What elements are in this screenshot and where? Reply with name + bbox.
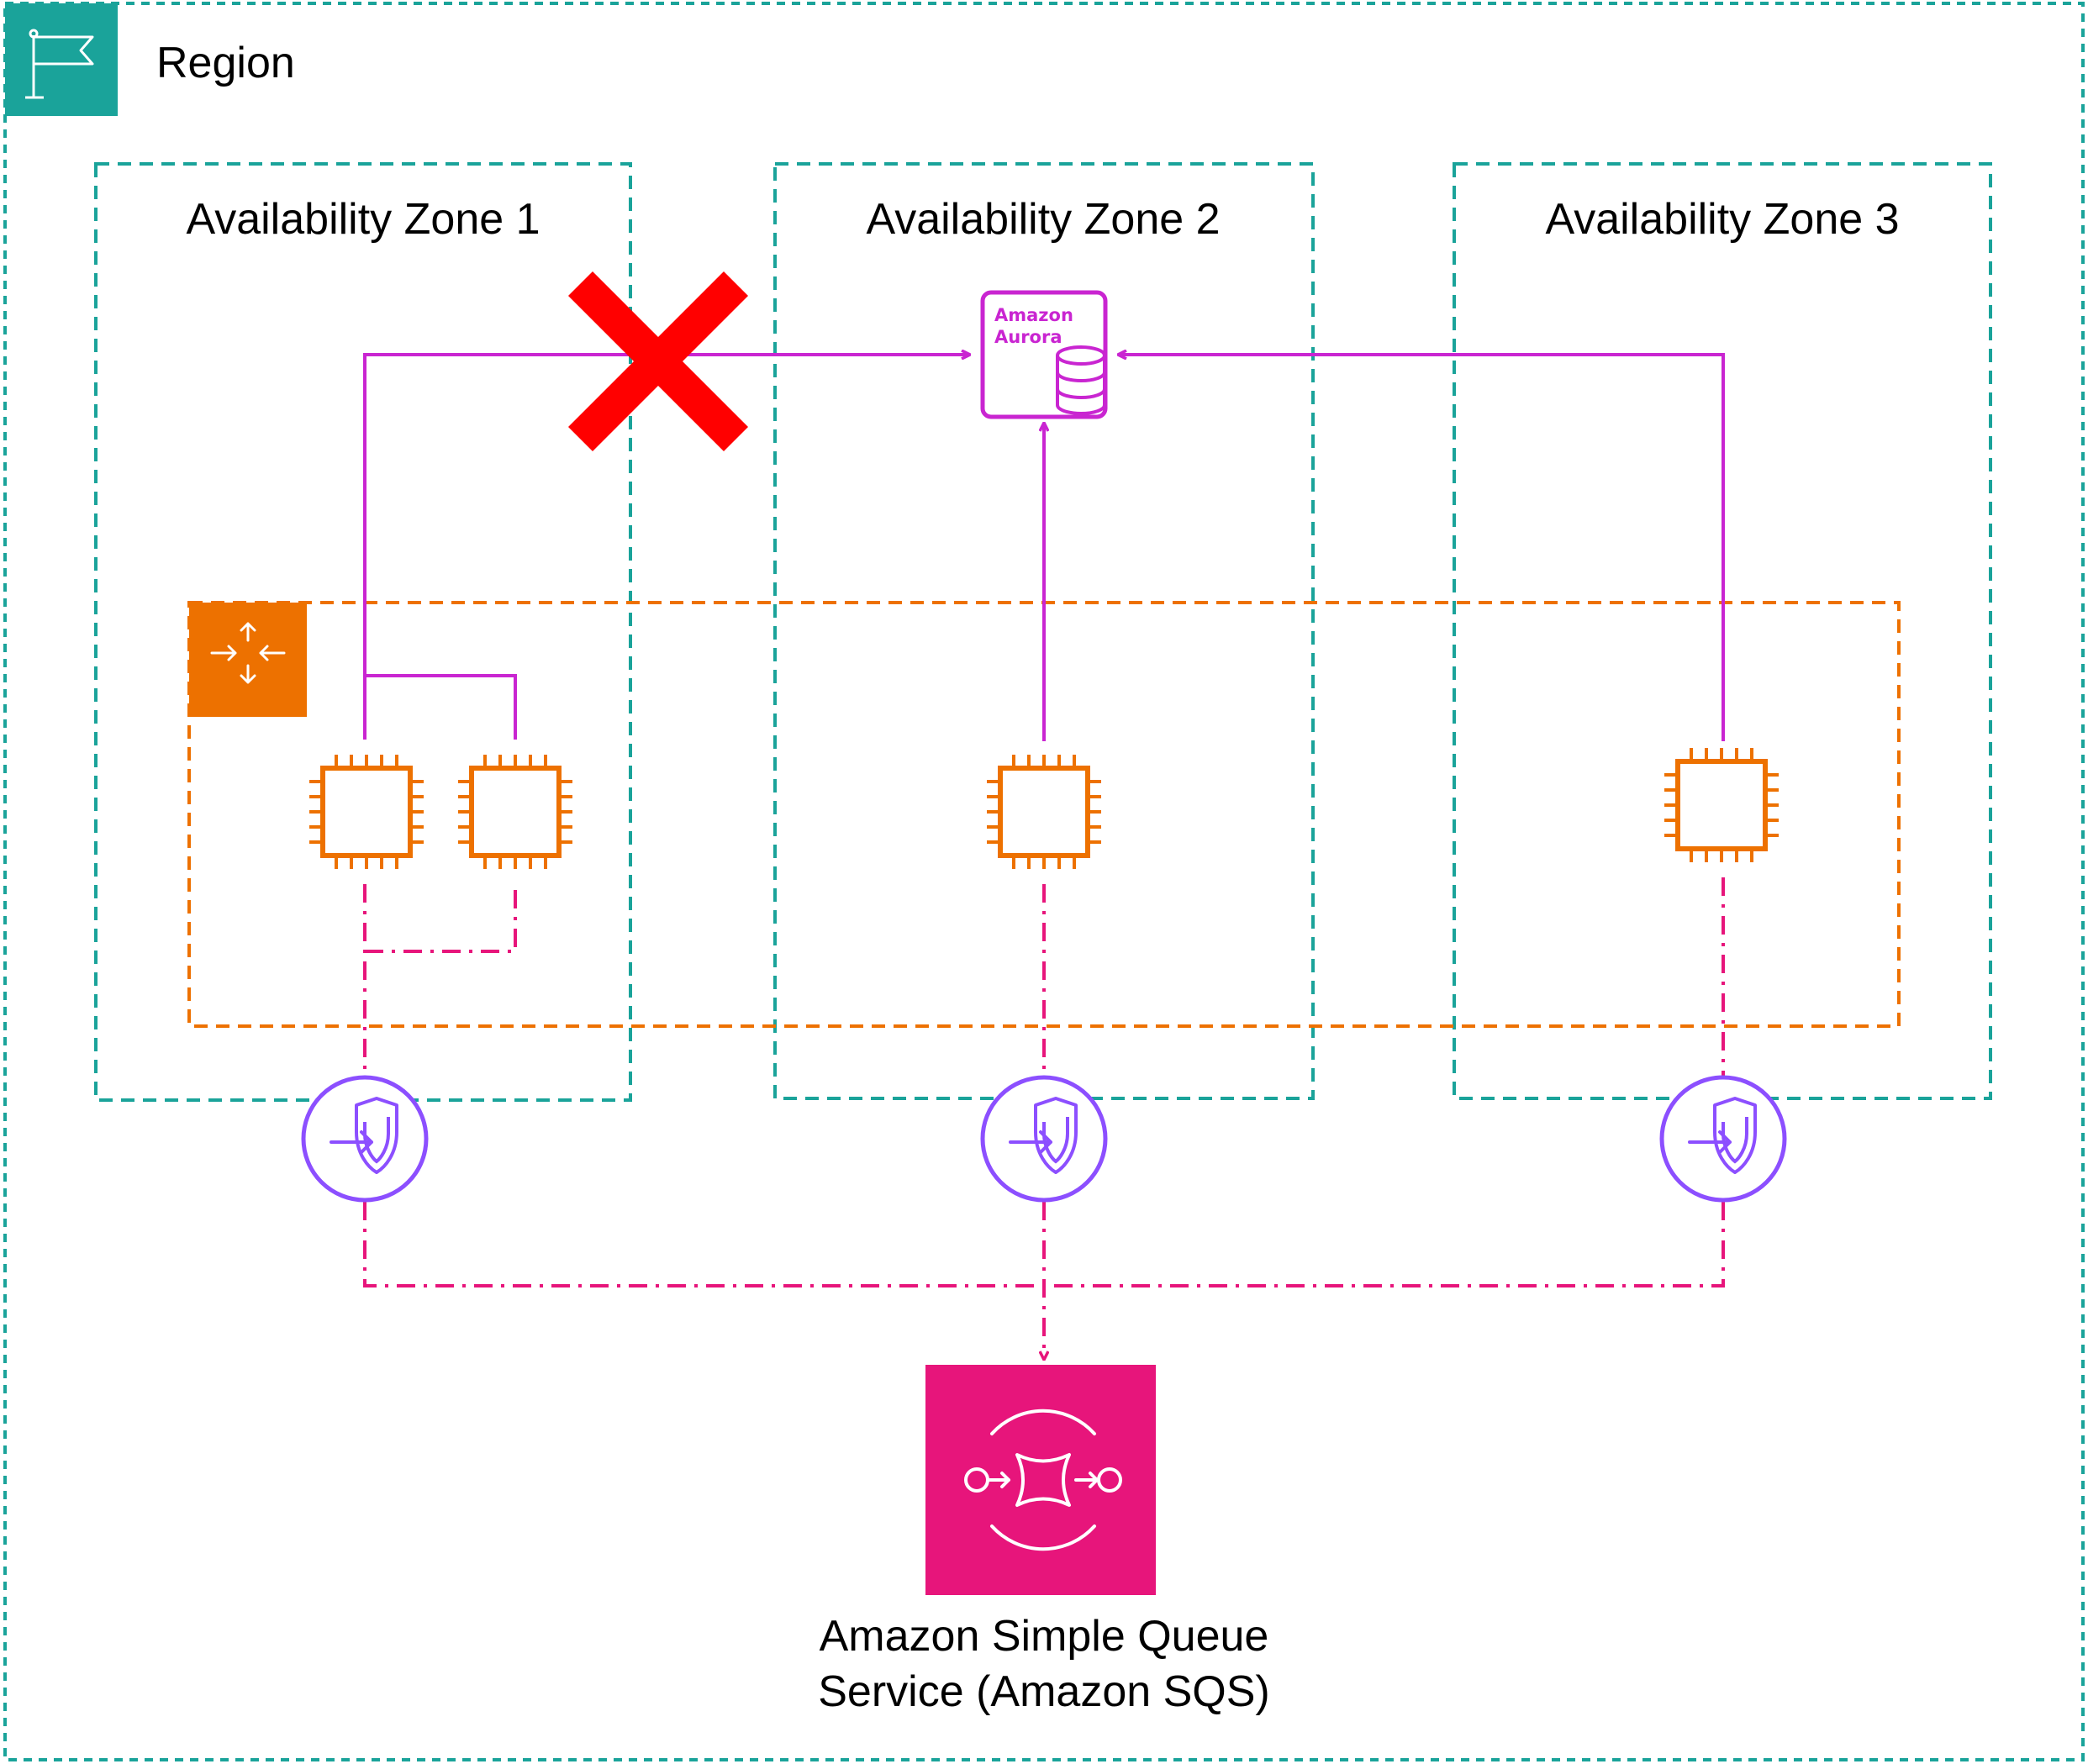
connection-endpoints-to-sqs bbox=[363, 1202, 1725, 1360]
database-icon bbox=[1056, 345, 1106, 415]
red-x-icon bbox=[568, 271, 748, 451]
queue-connections bbox=[363, 877, 1725, 1360]
sqs-queue-icon bbox=[964, 1409, 1122, 1551]
flag-icon bbox=[5, 3, 118, 116]
auto-scaling-icon bbox=[189, 603, 307, 717]
availability-zone-2-title: Availability Zone 2 bbox=[866, 195, 1221, 244]
aurora-database: Amazon Aurora bbox=[980, 290, 1108, 419]
ec2-instance-icon bbox=[1664, 748, 1779, 862]
region-boundary bbox=[3, 2, 2085, 1761]
database-connections bbox=[363, 355, 1725, 741]
connection-az3-to-aurora bbox=[1118, 355, 1725, 741]
connection-az1-to-aurora bbox=[363, 355, 970, 740]
availability-zone-1-title: Availability Zone 1 bbox=[186, 195, 540, 244]
availability-zone-2-boundary bbox=[773, 162, 1315, 1100]
aurora-label-line1: Amazon bbox=[994, 305, 1073, 325]
aurora-label-line2: Aurora bbox=[994, 327, 1062, 347]
ec2-instance-icon bbox=[458, 755, 572, 869]
sqs-title-line2: Service (Amazon SQS) bbox=[818, 1667, 1270, 1716]
availability-zone-3-title: Availability Zone 3 bbox=[1545, 195, 1900, 244]
vpc-endpoint-icon bbox=[980, 1075, 1108, 1203]
sqs-title-line1: Amazon Simple Queue bbox=[819, 1612, 1269, 1661]
ec2-instance-icon bbox=[309, 755, 424, 869]
sqs-title: Amazon Simple Queue Service (Amazon SQS) bbox=[708, 1609, 1380, 1719]
vpc-endpoint-icon bbox=[301, 1075, 429, 1203]
connection-az1-second-instance bbox=[365, 674, 517, 740]
vpc-endpoint-icon bbox=[1659, 1075, 1787, 1203]
sqs-queue bbox=[925, 1365, 1156, 1595]
ec2-instance-icon bbox=[987, 755, 1101, 869]
region-title: Region bbox=[156, 39, 295, 87]
connection-az1-instances-to-endpoint bbox=[363, 884, 517, 1076]
